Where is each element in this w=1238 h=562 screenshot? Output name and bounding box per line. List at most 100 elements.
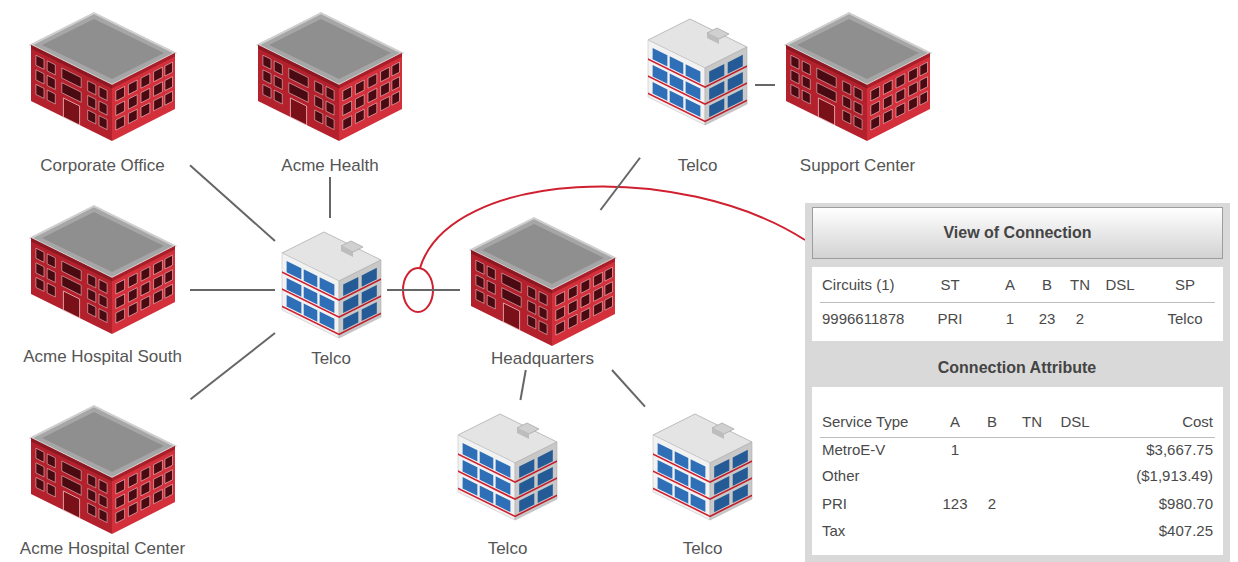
window: [368, 88, 377, 103]
table-cell: 2: [988, 495, 996, 512]
table-cell: Circuits (1): [822, 276, 895, 293]
window: [733, 450, 748, 469]
window: [35, 84, 43, 98]
window: [343, 311, 358, 330]
window: [709, 98, 724, 117]
window: [164, 470, 172, 484]
window: [538, 467, 553, 486]
window: [368, 74, 377, 89]
window: [141, 74, 150, 89]
window: [714, 476, 729, 495]
window: [519, 476, 534, 495]
door: [63, 491, 79, 518]
window: [496, 459, 511, 478]
building-face: [31, 45, 112, 141]
window: [115, 86, 124, 101]
building-face: [786, 45, 867, 141]
window: [790, 84, 798, 98]
window: [714, 493, 729, 512]
table-cell: Tax: [822, 522, 845, 539]
window: [47, 283, 55, 297]
window: [263, 70, 271, 84]
window: [87, 110, 95, 124]
panel-header: View of Connection: [812, 207, 1223, 259]
table-cell-slot: ST: [800, 275, 1100, 295]
table-cell: 1: [1006, 310, 1014, 327]
window: [164, 484, 172, 498]
window: [343, 294, 358, 313]
window: [128, 109, 137, 124]
table-cell: Service Type: [822, 413, 908, 430]
table-cell: 9996611878: [822, 310, 904, 327]
window: [286, 261, 301, 280]
door: [63, 291, 79, 318]
site-label: Corporate Office: [40, 155, 164, 177]
table-cell-slot: 23: [897, 309, 1197, 329]
window: [87, 488, 95, 502]
window: [555, 321, 564, 336]
window: [581, 308, 590, 323]
table-cell-slot: 123: [805, 494, 1105, 514]
window: [343, 116, 352, 131]
window: [263, 84, 271, 98]
stripe: [710, 494, 752, 517]
window: [87, 95, 95, 109]
building-face: [515, 442, 557, 520]
table-cell: SP: [1175, 276, 1195, 293]
window: [653, 82, 668, 101]
window: [519, 493, 534, 512]
stripe: [705, 99, 747, 122]
window: [581, 293, 590, 308]
window: [87, 303, 95, 317]
network-link: [190, 289, 275, 291]
window: [604, 296, 612, 310]
table-cell-slot: B: [897, 275, 1197, 295]
window: [658, 443, 673, 462]
parapet: [471, 250, 552, 293]
telco-node: Telco: [640, 5, 755, 177]
building-illustration: [28, 198, 178, 335]
window: [355, 109, 364, 124]
table-cell: 1: [951, 441, 959, 458]
window: [475, 275, 483, 289]
window: [164, 455, 172, 469]
window: [164, 91, 172, 105]
window: [263, 55, 271, 69]
window: [463, 477, 478, 496]
table-cell: Other: [822, 467, 860, 484]
door: [503, 303, 519, 330]
window: [686, 81, 701, 100]
table-cell-slot: 1: [860, 309, 1160, 329]
table-cell: MetroE-V: [822, 441, 885, 458]
window: [854, 101, 862, 115]
table-cell-slot: SP: [1035, 275, 1238, 295]
network-link: [600, 158, 640, 210]
window: [568, 300, 577, 315]
window: [555, 306, 564, 321]
window: [99, 101, 107, 115]
window: [870, 86, 879, 101]
building-face: [339, 260, 381, 338]
window: [303, 286, 317, 304]
building-face: [282, 253, 339, 338]
site-label: Acme Hospital South: [23, 346, 182, 368]
building-face: [112, 246, 175, 334]
window: [802, 90, 810, 104]
window: [153, 67, 162, 82]
window: [527, 315, 535, 329]
table-cell-slot: Other: [822, 466, 860, 486]
window: [361, 268, 376, 287]
window: [568, 314, 577, 329]
window: [47, 75, 55, 89]
window: [480, 451, 494, 469]
window: [343, 86, 352, 101]
window: [303, 269, 317, 287]
table-cell: TN: [1022, 413, 1042, 430]
table-cell: DSL: [1105, 276, 1134, 293]
window: [141, 281, 150, 296]
table-cell: $980.70: [1159, 495, 1213, 512]
window: [153, 260, 162, 275]
window: [381, 67, 390, 82]
building-illustration: [468, 210, 618, 347]
window: [153, 460, 162, 475]
